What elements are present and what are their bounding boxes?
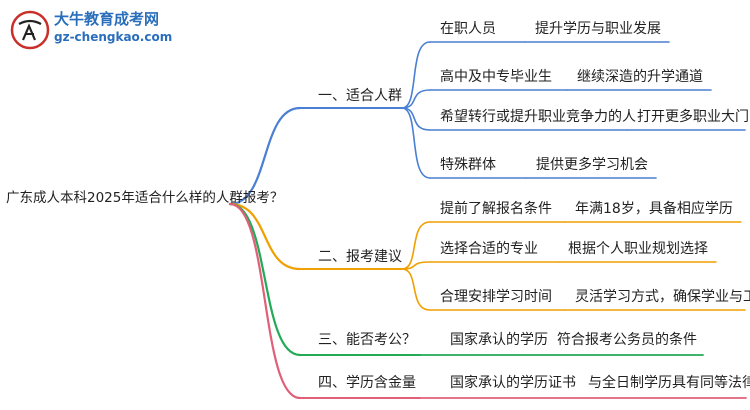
branch-label-application-advice: 二、报考建议	[318, 249, 402, 265]
branch-label-civil-service: 三、能否考公？	[318, 332, 416, 348]
item-detail: 与全日制学历具有同等法律效力	[588, 375, 750, 391]
connector-line	[228, 202, 302, 400]
root-node: 广东成人本科2025年适合什么样的人群报考？	[6, 190, 284, 206]
logo-subtitle: gz-chengkao.com	[54, 30, 173, 44]
item-label: 国家承认的学历证书	[450, 375, 576, 391]
item-label: 高中及中专毕业生	[440, 69, 552, 85]
logo-title: 大牛教育成考网	[54, 10, 160, 28]
connector-line	[401, 261, 431, 270]
connector-line	[401, 221, 431, 270]
connector-line	[401, 89, 431, 109]
item-detail: 提供更多学习机会	[536, 157, 648, 173]
connector-line	[228, 202, 302, 271]
item-detail: 根据个人职业规划选择	[568, 241, 708, 257]
connector-line	[401, 107, 431, 131]
connector-line	[401, 41, 431, 109]
item-label: 特殊群体	[440, 157, 496, 173]
item-label: 国家承认的学历	[450, 332, 548, 348]
item-label: 提前了解报名条件	[440, 201, 552, 217]
connector-line	[228, 106, 302, 206]
item-label: 合理安排学习时间	[440, 289, 552, 305]
item-detail: 提升学历与职业发展	[535, 21, 661, 37]
connector-line	[228, 202, 302, 357]
connector-line	[401, 107, 431, 179]
item-detail: 符合报考公务员的条件	[557, 332, 697, 348]
item-detail: 年满18岁，具备相应学历	[575, 201, 733, 217]
connector-line	[401, 268, 431, 311]
item-label: 选择合适的专业	[440, 241, 538, 257]
item-detail: 继续深造的升学通道	[577, 69, 703, 85]
item-label: 在职人员	[440, 21, 496, 37]
branch-label-suitable-groups: 一、适合人群	[318, 88, 402, 104]
item-label: 希望转行或提升职业竞争力的人	[440, 109, 636, 125]
item-detail: 灵活学习方式，确保学业与工作	[575, 289, 750, 305]
branch-label-degree-value: 四、学历含金量	[318, 375, 416, 391]
site-logo: 大牛教育成考网 gz-chengkao.com	[4, 6, 174, 54]
item-detail: 打开更多职业大门	[637, 109, 749, 125]
logo-badge-icon	[10, 10, 50, 50]
